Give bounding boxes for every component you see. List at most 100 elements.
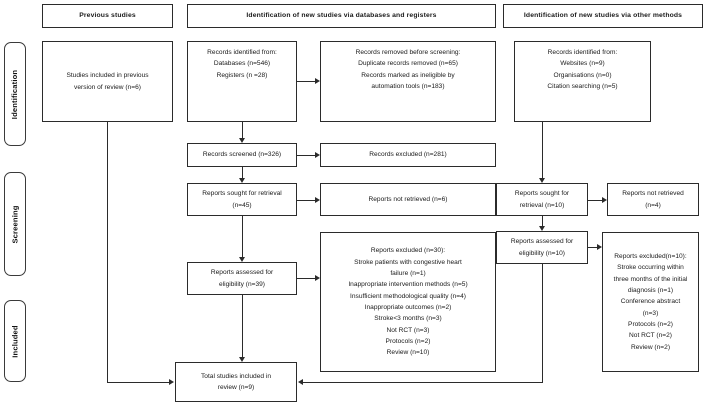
box-line: Protocols (n=2) — [628, 320, 673, 328]
box-line: eligibility (n=10) — [519, 249, 565, 257]
box-line: Reports sought for — [514, 190, 570, 198]
header-databases-registers-text: Identification of new studies via databa… — [246, 12, 437, 20]
header-databases-registers: Identification of new studies via databa… — [187, 4, 496, 28]
arrowhead-assessed-to-excluded — [315, 275, 320, 281]
box-other-reports-assessed: Reports assessed for eligibility (n=10) — [496, 231, 588, 264]
box-line: (n=45) — [232, 201, 252, 209]
box-line: eligibility (n=39) — [219, 280, 265, 288]
box-line: Citation searching (n=5) — [547, 82, 618, 90]
box-line: Conference abstract — [620, 298, 681, 306]
box-line: Reports assessed for — [510, 238, 574, 246]
box-records-identified: Records identified from: Databases (n=54… — [187, 41, 297, 122]
box-line: failure (n=1) — [390, 270, 426, 278]
box-line: Reports not retrieved — [622, 190, 684, 198]
arrowhead-previous-to-total — [169, 379, 174, 385]
box-line: Stroke occurring within — [617, 264, 684, 272]
box-reports-assessed-for-eligibility: Reports assessed for eligibility (n=39) — [187, 262, 297, 295]
connector-identified-to-removed — [297, 81, 315, 82]
box-records-excluded: Records excluded (n=281) — [320, 143, 496, 167]
box-line: Websites (n=9) — [560, 60, 605, 68]
box-line: Organisations (n=0) — [553, 71, 612, 79]
stage-label-identification-text: Identification — [10, 69, 20, 119]
box-line: (n=4) — [645, 201, 661, 209]
stage-label-screening: Screening — [4, 172, 26, 276]
connector-assessed-to-total — [242, 295, 243, 357]
box-other-records-identified: Records identified from: Websites (n=9) … — [514, 41, 651, 122]
box-records-removed-before-screening: Records removed before screening: Duplic… — [320, 41, 496, 122]
box-line: (n=3) — [642, 309, 659, 317]
box-line: automation tools (n=183) — [371, 82, 445, 90]
box-line: Total studies included in — [200, 372, 271, 380]
arrowhead-assessed-to-total — [239, 357, 245, 362]
arrowhead-identified-to-removed — [315, 78, 320, 84]
connector-other-assessed-vertical — [542, 264, 543, 382]
box-line: Not RCT (n=3) — [386, 326, 430, 334]
arrowhead-other-assessed-to-excluded — [597, 244, 602, 250]
box-reports-sought-for-retrieval: Reports sought for retrieval (n=45) — [187, 183, 297, 216]
box-line: Inappropriate outcomes (n=2) — [364, 304, 452, 311]
box-line: Databases (n=546) — [213, 60, 271, 68]
box-line: Protocols (n=2) — [385, 337, 431, 345]
arrowhead-screened-to-sought — [239, 178, 245, 183]
box-line: Registers (n =28) — [216, 71, 268, 79]
box-line: Reports assessed for — [210, 269, 274, 277]
arrowhead-other-sought-to-not-retrieved — [602, 197, 607, 203]
arrowhead-other-to-total — [298, 379, 303, 385]
box-line: Records identified from: — [207, 49, 277, 56]
connector-previous-vertical — [107, 122, 108, 382]
box-records-screened: Records screened (n=326) — [187, 143, 297, 167]
arrowhead-screened-to-excluded — [315, 152, 320, 158]
connector-identified-to-screened — [242, 122, 243, 138]
connector-sought-to-not-retrieved — [297, 200, 315, 201]
box-reports-not-retrieved: Reports not retrieved (n=6) — [320, 183, 496, 216]
arrowhead-sought-to-assessed — [239, 257, 245, 262]
box-line: Insufficient methodological quality (n=4… — [350, 292, 466, 300]
header-previous-studies: Previous studies — [42, 4, 173, 28]
box-reports-excluded-detail: Reports excluded (n=30): Stroke patients… — [320, 232, 496, 372]
box-line: three months of the initial — [613, 275, 688, 283]
box-line: Duplicate records removed (n=65) — [358, 60, 458, 68]
connector-other-assessed-horizontal — [303, 382, 543, 383]
box-other-reports-sought: Reports sought for retrieval (n=10) — [496, 183, 588, 216]
box-line: Review (n=10) — [386, 349, 430, 357]
connector-assessed-to-excluded — [297, 278, 315, 279]
header-other-methods: Identification of new studies via other … — [503, 4, 703, 28]
box-line: Studies included in previous — [66, 72, 149, 80]
box-line: Records screened (n=326) — [202, 151, 282, 159]
arrowhead-sought-to-not-retrieved — [315, 197, 320, 203]
box-line: Records excluded (n=281) — [369, 151, 447, 159]
box-other-reports-not-retrieved: Reports not retrieved (n=4) — [607, 183, 699, 216]
connector-other-assessed-to-excluded — [588, 247, 597, 248]
box-line: Stroke<3 months (n=3) — [374, 315, 442, 323]
connector-other-identified-to-sought — [542, 122, 543, 178]
box-line: retrieval (n=10) — [519, 201, 565, 209]
box-total-studies-included: Total studies included in review (n=9) — [175, 362, 297, 402]
box-line: Stroke patients with congestive heart — [354, 258, 462, 266]
box-line: Reports not retrieved (n=6) — [368, 195, 448, 203]
box-line: Inappropriate intervention methods (n=5) — [348, 281, 468, 289]
box-line: Not RCT (n=2) — [629, 332, 672, 340]
arrowhead-identified-to-screened — [239, 138, 245, 143]
box-line: Records removed before screening: — [355, 49, 461, 56]
box-line: Review (n=2) — [630, 343, 671, 351]
stage-label-included: Included — [4, 300, 26, 382]
arrowhead-other-identified-to-sought — [539, 178, 545, 183]
box-line: review (n=9) — [217, 384, 255, 391]
header-other-methods-text: Identification of new studies via other … — [523, 12, 683, 20]
box-line: version of review (n=6) — [74, 83, 141, 91]
box-line: Records marked as ineligible by — [361, 71, 455, 79]
box-studies-included-previous: Studies included in previous version of … — [42, 41, 173, 122]
stage-label-screening-text: Screening — [10, 204, 20, 244]
arrowhead-other-sought-to-assessed — [539, 226, 545, 231]
box-line: Reports excluded (n=30): — [370, 247, 446, 255]
connector-other-sought-to-assessed — [542, 216, 543, 226]
connector-screened-to-excluded — [297, 155, 315, 156]
connector-other-sought-to-not-retrieved — [588, 200, 602, 201]
connector-previous-horizontal — [107, 382, 169, 383]
box-line: Records identified from: — [547, 49, 618, 56]
box-line: Reports sought for retrieval — [202, 190, 282, 198]
box-other-reports-excluded: Reports excluded(n=10): Stroke occurring… — [602, 232, 699, 372]
stage-label-identification: Identification — [4, 42, 26, 146]
stage-label-included-text: Included — [10, 324, 20, 358]
